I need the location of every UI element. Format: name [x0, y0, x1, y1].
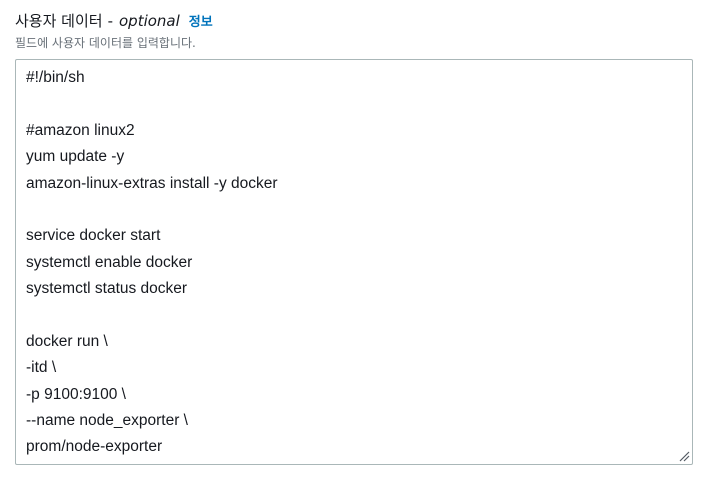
code-line	[26, 303, 278, 329]
field-description: 필드에 사용자 데이터를 입력합니다.	[15, 36, 196, 50]
code-line: #!/bin/sh	[26, 69, 85, 86]
info-link[interactable]: 정보	[188, 15, 213, 30]
user-data-field: 사용자 데이터 - optional 정보 필드에 사용자 데이터를 입력합니다…	[15, 10, 693, 465]
code-line: systemctl status docker	[26, 280, 188, 298]
code-line	[26, 91, 278, 117]
resize-handle-icon[interactable]	[678, 450, 690, 462]
label-separator: -	[107, 12, 113, 30]
code-line: systemctl enable docker	[26, 253, 193, 271]
user-data-content[interactable]: #!/bin/sh #amazon linux2 yum update -y ama…	[26, 65, 278, 461]
code-line: #amazon linux2	[26, 121, 135, 139]
code-line: --name node_exporter \	[26, 412, 188, 430]
code-line	[26, 197, 278, 223]
code-line: service docker start	[26, 227, 161, 245]
code-line: -p 9100:9100 \	[26, 385, 126, 403]
optional-tag: optional	[119, 12, 180, 30]
field-label: 사용자 데이터	[15, 12, 103, 30]
code-line: yum update -y	[26, 148, 125, 166]
code-line: -itd \	[26, 359, 57, 377]
code-line: docker run \	[26, 332, 108, 350]
user-data-textarea[interactable]: #!/bin/sh #amazon linux2 yum update -y ama…	[15, 59, 693, 465]
code-line: amazon-linux-extras install -y docker	[26, 174, 278, 192]
field-label-row: 사용자 데이터 - optional 정보	[15, 10, 693, 32]
code-line: prom/node-exporter	[26, 438, 163, 456]
